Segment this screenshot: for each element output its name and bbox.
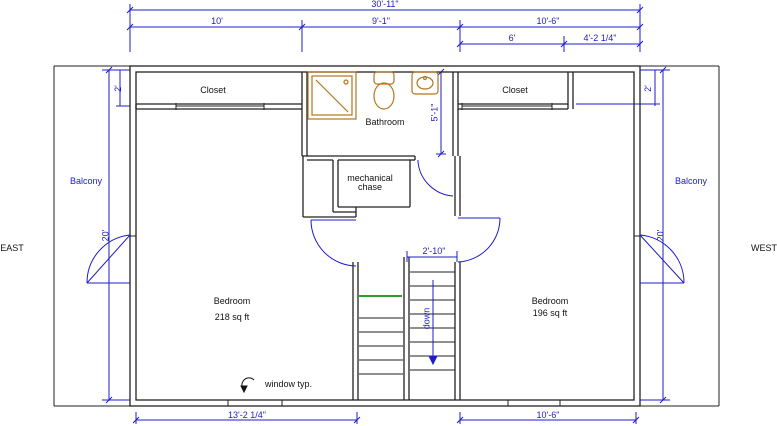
bathroom-label: Bathroom	[365, 117, 405, 127]
balcony-left-label: Balcony	[69, 176, 103, 186]
toilet-tank-icon	[373, 71, 395, 85]
shower-icon	[307, 71, 357, 120]
bedroom-left-area: 218 sq ft	[214, 312, 250, 322]
west-width-dimension: 10'-6"	[536, 16, 560, 26]
window-typ-note: window typ.	[265, 379, 313, 389]
closet-right-label: Closet	[502, 85, 528, 95]
left-depth-dimension: 20'	[100, 229, 111, 242]
balcony-outlines	[53, 65, 720, 407]
bottom-left-dimension: 13'-2 1/4"	[228, 410, 266, 420]
west-label: WEST	[751, 243, 777, 253]
stairs	[359, 271, 455, 375]
overall-width-dimension: 30'-11"	[371, 0, 399, 9]
west-sub-dimension-a: 6'	[508, 33, 516, 43]
bath-depth-dimension: 5'-1"	[429, 103, 440, 122]
door-swings	[86, 160, 685, 284]
bedroom-right-label: Bedroom	[531, 296, 569, 306]
bedroom-right-area: 196 sq ft	[532, 308, 568, 318]
window-marker-icon	[240, 377, 255, 394]
bottom-dimension-lines	[132, 412, 640, 424]
closet-left-label: Closet	[200, 85, 226, 95]
right-closet-depth-dimension: 2'	[642, 85, 653, 92]
right-depth-dimension: 20'	[655, 229, 666, 242]
toilet-bowl-icon	[373, 82, 395, 110]
balcony-right-label: Balcony	[674, 176, 708, 186]
west-sub-dimension-b: 4'-2 1/4"	[583, 33, 617, 43]
top-dimension-lines	[126, 4, 644, 52]
mechanical-chase-label: mechanical chase	[347, 173, 393, 192]
stair-direction-label: down	[421, 307, 432, 330]
side-dimension-lines	[102, 66, 670, 404]
sink-icon	[411, 71, 439, 95]
middle-width-dimension: 9'-1"	[372, 16, 390, 26]
bedroom-left-label: Bedroom	[213, 296, 251, 306]
left-closet-depth-dimension: 2'	[112, 85, 123, 92]
bottom-right-dimension: 10'-6"	[536, 410, 560, 420]
stair-width-dimension: 2'-10"	[422, 246, 446, 256]
bathroom-fixtures	[307, 71, 439, 120]
closet-doors	[175, 103, 553, 110]
east-room-width-dimension: 10'	[211, 16, 223, 26]
east-label: EAST	[0, 243, 24, 253]
stair-arrow-icon	[428, 280, 438, 366]
windows	[130, 235, 640, 406]
